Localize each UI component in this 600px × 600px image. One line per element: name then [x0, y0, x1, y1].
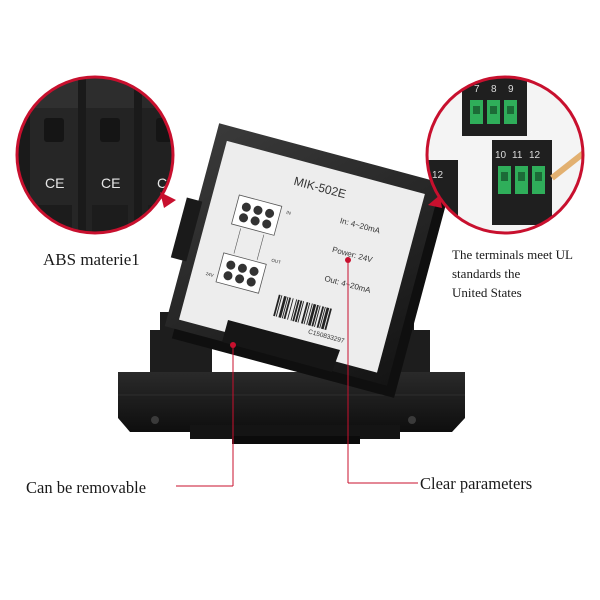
callout-pointers	[160, 192, 442, 487]
barcode-bar	[273, 294, 281, 317]
barcode-bar	[283, 297, 292, 320]
terminal-side-12: 12	[432, 170, 444, 181]
barcode-bar	[306, 303, 313, 325]
abs-material-caption: ABS materie1	[43, 250, 140, 269]
clear-parameters-caption: Clear parameters	[420, 474, 533, 493]
barcode-bar	[292, 299, 300, 322]
barcode	[273, 294, 332, 331]
ce-mark-1: CE	[45, 175, 64, 191]
barcode-bar	[290, 299, 298, 321]
wiring-diagram: IN OUT 24V	[205, 194, 292, 294]
barcode-bar	[324, 308, 332, 331]
barcode-bar	[314, 305, 321, 328]
removable-caption: Can be removable	[26, 478, 147, 497]
barcode-bar	[297, 301, 305, 323]
wiring-24v-label: 24V	[205, 271, 214, 278]
wiring-out-label: OUT	[271, 258, 282, 265]
barcode-bar	[300, 302, 309, 324]
terminal-11: 11	[512, 150, 523, 161]
module-foot	[222, 320, 340, 372]
terminal-12: 12	[529, 150, 541, 161]
terminals-zoom: 7 8 9 10 11 12 12	[425, 75, 585, 235]
terminals-caption-line-1: The terminals meet UL	[452, 247, 573, 262]
barcode-bar	[281, 296, 289, 319]
abs-material-zoom: CE CE CE	[15, 75, 175, 235]
barcode-bar	[307, 303, 317, 326]
terminals-caption-line-3: United States	[452, 285, 522, 300]
barcode-bar	[311, 304, 319, 327]
barcode-bar	[287, 298, 294, 320]
terminal-9: 9	[508, 84, 514, 95]
barcode-bar	[320, 307, 330, 330]
barcode-bar	[278, 295, 287, 318]
barcode-bar	[294, 300, 303, 323]
barcode-bar	[316, 306, 325, 328]
barcode-bar	[319, 306, 326, 329]
terminals-caption-line-2: standards the	[452, 266, 521, 281]
terminal-10: 10	[495, 150, 507, 161]
terminal-7: 7	[474, 84, 480, 95]
ce-mark-2: CE	[101, 175, 120, 191]
barcode-bar	[303, 302, 311, 325]
terminals-caption: The terminals meet UL standards the Unit…	[452, 245, 600, 302]
wiring-in-label: IN	[286, 210, 292, 216]
terminal-8: 8	[491, 84, 497, 95]
barcode-bar	[275, 295, 283, 317]
